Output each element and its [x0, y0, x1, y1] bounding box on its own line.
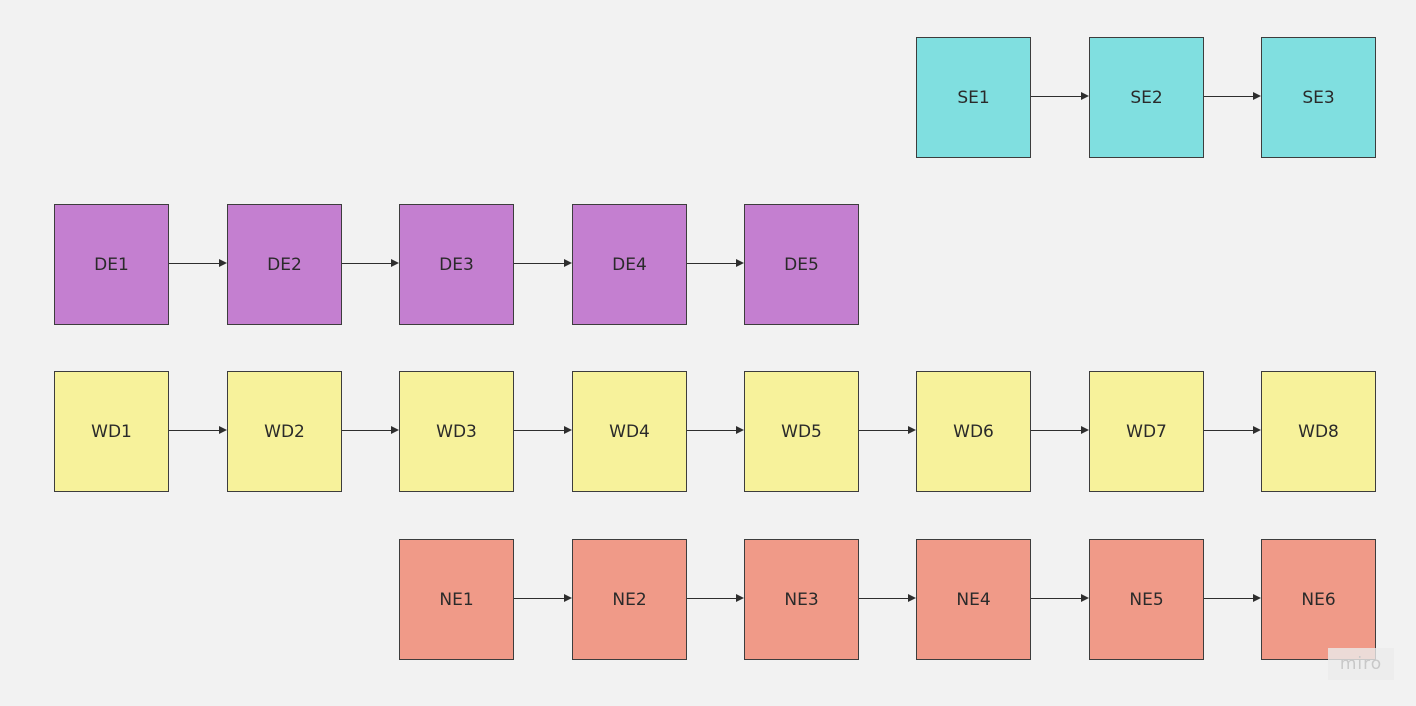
arrowhead-icon [564, 259, 572, 267]
node-de5[interactable]: DE5 [744, 204, 859, 325]
arrowhead-icon [391, 426, 399, 434]
connector-arrow-wd4[interactable] [687, 426, 744, 434]
connector-arrow-wd2[interactable] [342, 426, 399, 434]
arrowhead-icon [219, 426, 227, 434]
connector-arrow-ne3[interactable] [859, 594, 916, 602]
connector-line [859, 430, 909, 431]
connector-line [687, 430, 737, 431]
node-wd2[interactable]: WD2 [227, 371, 342, 492]
node-de2[interactable]: DE2 [227, 204, 342, 325]
connector-arrow-wd5[interactable] [859, 426, 916, 434]
connector-line [169, 430, 220, 431]
node-de3[interactable]: DE3 [399, 204, 514, 325]
connector-line [514, 430, 565, 431]
node-ne1[interactable]: NE1 [399, 539, 514, 660]
row-wd: WD1 WD2 WD3 WD4 WD5 WD6 WD7 WD8 [0, 371, 1416, 492]
arrowhead-icon [564, 594, 572, 602]
connector-arrow-ne4[interactable] [1031, 594, 1089, 602]
connector-line [342, 263, 392, 264]
connector-arrow-de1[interactable] [169, 259, 227, 267]
connector-line [1031, 598, 1082, 599]
node-de4[interactable]: DE4 [572, 204, 687, 325]
connector-line [1204, 96, 1254, 97]
connector-arrow-ne2[interactable] [687, 594, 744, 602]
node-se1[interactable]: SE1 [916, 37, 1031, 158]
arrowhead-icon [736, 259, 744, 267]
connector-line [1031, 96, 1082, 97]
connector-line [1204, 598, 1254, 599]
connector-line [342, 430, 392, 431]
connector-line [687, 263, 737, 264]
node-de1[interactable]: DE1 [54, 204, 169, 325]
node-wd1[interactable]: WD1 [54, 371, 169, 492]
node-ne4[interactable]: NE4 [916, 539, 1031, 660]
arrowhead-icon [564, 426, 572, 434]
arrowhead-icon [1253, 92, 1261, 100]
row-se: SE1 SE2 SE3 [0, 37, 1416, 158]
connector-arrow-se1[interactable] [1031, 92, 1089, 100]
arrowhead-icon [736, 426, 744, 434]
connector-arrow-de3[interactable] [514, 259, 572, 267]
connector-arrow-de2[interactable] [342, 259, 399, 267]
arrowhead-icon [1081, 426, 1089, 434]
arrowhead-icon [736, 594, 744, 602]
node-wd7[interactable]: WD7 [1089, 371, 1204, 492]
connector-line [687, 598, 737, 599]
arrowhead-icon [908, 426, 916, 434]
arrowhead-icon [1253, 426, 1261, 434]
node-se3[interactable]: SE3 [1261, 37, 1376, 158]
node-se2[interactable]: SE2 [1089, 37, 1204, 158]
connector-line [514, 263, 565, 264]
connector-arrow-wd6[interactable] [1031, 426, 1089, 434]
connector-line [859, 598, 909, 599]
connector-arrow-wd7[interactable] [1204, 426, 1261, 434]
row-ne: NE1 NE2 NE3 NE4 NE5 NE6 [0, 539, 1416, 660]
arrowhead-icon [908, 594, 916, 602]
arrowhead-icon [1253, 594, 1261, 602]
connector-arrow-ne5[interactable] [1204, 594, 1261, 602]
node-wd4[interactable]: WD4 [572, 371, 687, 492]
node-ne2[interactable]: NE2 [572, 539, 687, 660]
connector-line [514, 598, 565, 599]
connector-line [169, 263, 220, 264]
connector-arrow-ne1[interactable] [514, 594, 572, 602]
connector-arrow-wd3[interactable] [514, 426, 572, 434]
node-ne3[interactable]: NE3 [744, 539, 859, 660]
node-wd6[interactable]: WD6 [916, 371, 1031, 492]
node-ne5[interactable]: NE5 [1089, 539, 1204, 660]
arrowhead-icon [1081, 92, 1089, 100]
connector-arrow-wd1[interactable] [169, 426, 227, 434]
arrowhead-icon [219, 259, 227, 267]
row-de: DE1 DE2 DE3 DE4 DE5 [0, 204, 1416, 325]
miro-watermark-logo: miro [1328, 648, 1394, 680]
node-ne6[interactable]: NE6 [1261, 539, 1376, 660]
connector-line [1031, 430, 1082, 431]
arrowhead-icon [391, 259, 399, 267]
arrowhead-icon [1081, 594, 1089, 602]
node-wd3[interactable]: WD3 [399, 371, 514, 492]
connector-arrow-de4[interactable] [687, 259, 744, 267]
node-wd5[interactable]: WD5 [744, 371, 859, 492]
connector-line [1204, 430, 1254, 431]
connector-arrow-se2[interactable] [1204, 92, 1261, 100]
node-wd8[interactable]: WD8 [1261, 371, 1376, 492]
